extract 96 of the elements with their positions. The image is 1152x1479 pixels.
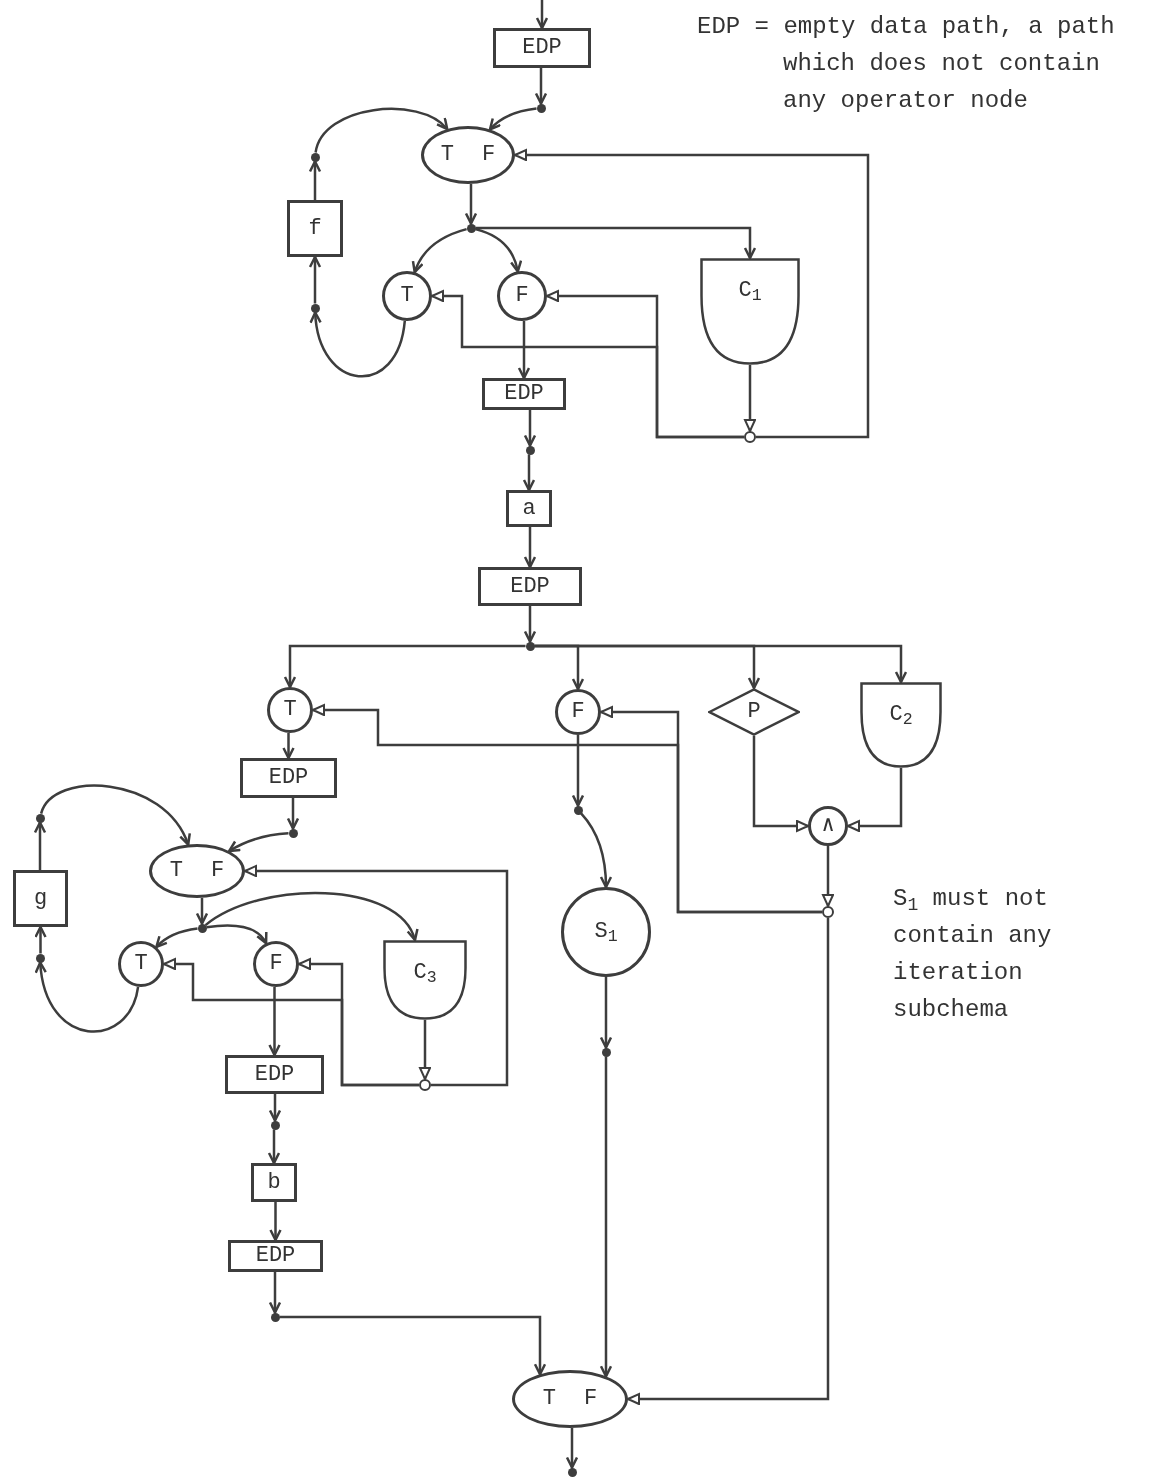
node-label: S$_{1}$ bbox=[594, 919, 618, 944]
arrow bbox=[431, 290, 744, 439]
arrow bbox=[35, 961, 140, 1033]
junction-ring bbox=[419, 1079, 431, 1091]
node-label: F bbox=[482, 142, 496, 167]
node-label: C$_{1}$ bbox=[738, 278, 762, 303]
arrow bbox=[244, 865, 509, 1087]
arrow bbox=[279, 1315, 547, 1376]
arrow bbox=[847, 768, 903, 832]
arrow bbox=[464, 183, 478, 225]
arrow bbox=[822, 846, 834, 907]
process-box bbox=[251, 1163, 297, 1202]
node-label: a bbox=[522, 495, 536, 521]
arrow bbox=[269, 1202, 282, 1242]
decision-diamond bbox=[708, 688, 800, 736]
node-label: C$_{2}$ bbox=[889, 702, 913, 727]
arrow bbox=[308, 255, 322, 304]
arrow bbox=[565, 1428, 579, 1469]
arrow bbox=[268, 1272, 282, 1314]
node-label: EDP bbox=[510, 573, 550, 599]
arrow bbox=[523, 527, 537, 569]
node-label: F bbox=[211, 858, 225, 883]
arrow bbox=[204, 891, 417, 942]
arrow bbox=[571, 735, 585, 807]
process-box bbox=[287, 200, 343, 257]
node-label: g bbox=[33, 885, 48, 911]
node-label: EDP bbox=[255, 1243, 296, 1268]
arrow bbox=[283, 644, 526, 689]
node-label: T bbox=[169, 858, 183, 883]
note-text: EDP = empty data path, a path which does not contain any operator node bbox=[697, 12, 1116, 116]
node-label: F bbox=[269, 951, 283, 976]
arrow bbox=[267, 1129, 281, 1165]
arrow bbox=[282, 733, 295, 760]
node-label: T bbox=[440, 142, 454, 167]
node-label: f bbox=[308, 215, 322, 241]
arrow bbox=[314, 107, 449, 153]
note-text: S$_{1}$ must not contain any iteration subchema bbox=[893, 884, 1053, 1025]
node-label: F bbox=[571, 699, 585, 724]
process-box bbox=[240, 758, 337, 798]
arrow bbox=[312, 704, 822, 914]
arrow bbox=[268, 987, 281, 1057]
node-label: EDP bbox=[504, 381, 544, 406]
node-label: T bbox=[134, 951, 148, 976]
arrow bbox=[308, 160, 322, 200]
arrow bbox=[33, 821, 47, 870]
arrow bbox=[535, 0, 549, 30]
arrow bbox=[419, 1020, 431, 1080]
arrow bbox=[34, 925, 47, 954]
arrow bbox=[752, 736, 809, 832]
arrow bbox=[488, 107, 537, 131]
junction-ring bbox=[744, 431, 756, 443]
arrow bbox=[310, 311, 407, 378]
node-label: ∧ bbox=[821, 813, 835, 838]
arrow bbox=[627, 918, 830, 1405]
arrow bbox=[514, 149, 870, 439]
arrow bbox=[227, 831, 289, 853]
node-label: b bbox=[267, 1169, 281, 1195]
arrow bbox=[599, 1056, 613, 1378]
arrow bbox=[523, 410, 537, 447]
node-label: T bbox=[400, 283, 414, 308]
arrow bbox=[155, 927, 198, 949]
arrow bbox=[286, 798, 300, 830]
process-box bbox=[228, 1240, 323, 1272]
arrow bbox=[522, 454, 536, 492]
process-box bbox=[225, 1055, 324, 1094]
arrow bbox=[268, 1094, 282, 1122]
arrow bbox=[523, 606, 537, 643]
arrow bbox=[475, 226, 757, 260]
node-label: EDP bbox=[268, 765, 309, 790]
gate-shape bbox=[383, 940, 467, 1020]
junction-ring bbox=[822, 906, 834, 918]
process-box bbox=[478, 567, 582, 606]
process-box bbox=[506, 490, 552, 527]
node-label: P bbox=[747, 699, 761, 724]
process-box bbox=[13, 870, 68, 927]
node-label: T bbox=[283, 697, 297, 722]
node-label: F bbox=[584, 1386, 598, 1411]
arrow bbox=[475, 227, 522, 273]
arrow bbox=[39, 784, 190, 846]
gate-shape bbox=[860, 682, 942, 768]
process-box bbox=[493, 28, 591, 68]
node-label: EDP bbox=[522, 35, 562, 60]
arrow bbox=[517, 320, 531, 380]
node-label: F bbox=[515, 283, 529, 308]
node-label: EDP bbox=[254, 1061, 295, 1087]
arrow bbox=[599, 977, 613, 1049]
node-label: T bbox=[542, 1386, 556, 1411]
gate-shape bbox=[700, 258, 800, 365]
node-label: C$_{3}$ bbox=[413, 960, 437, 985]
arrow bbox=[744, 365, 756, 432]
arrow bbox=[195, 897, 209, 925]
arrow bbox=[163, 958, 419, 1087]
arrow bbox=[534, 68, 548, 105]
arrow bbox=[580, 812, 612, 889]
arrow bbox=[534, 644, 908, 684]
process-box bbox=[482, 378, 566, 410]
